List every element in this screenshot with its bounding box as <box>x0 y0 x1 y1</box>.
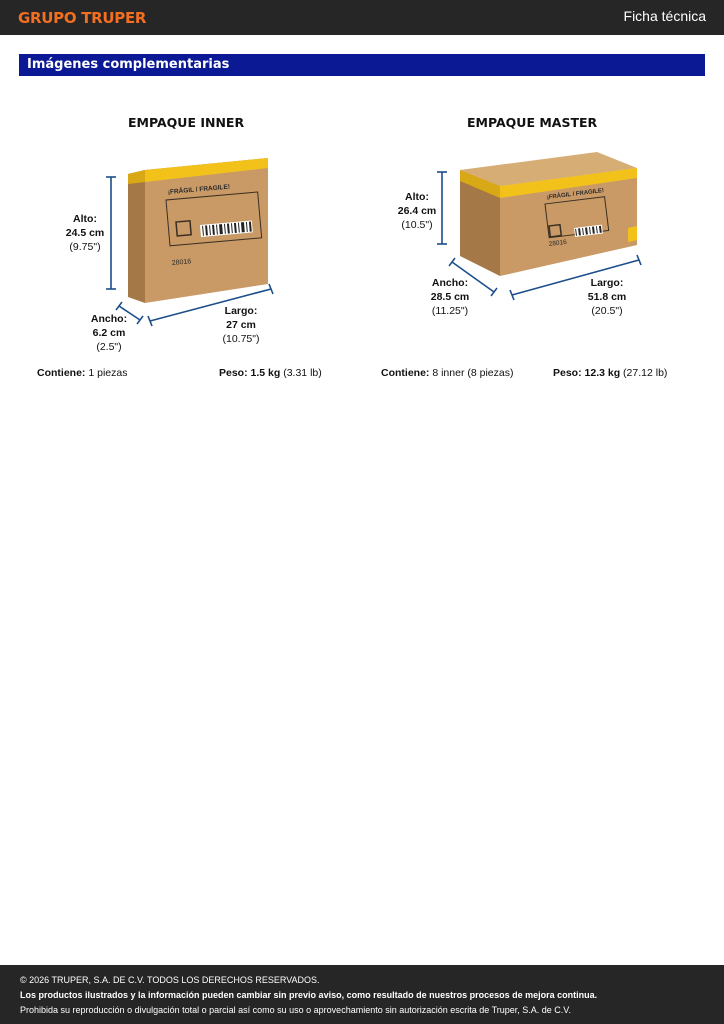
master-box-side-face <box>460 170 500 276</box>
inner-ancho-label: Ancho: 6.2 cm (2.5") <box>90 313 128 353</box>
master-box-barcode <box>574 224 603 237</box>
master-largo-label: Largo: 51.8 cm (20.5") <box>587 277 627 317</box>
inner-box-barcode <box>200 220 253 237</box>
section-title: Imágenes complementarias <box>27 57 230 72</box>
inner-title: EMPAQUE INNER <box>128 115 245 130</box>
master-box-code: 28016 <box>548 239 567 248</box>
inner-alto-label: Alto: 24.5 cm (9.75") <box>65 213 105 253</box>
master-box-top-face <box>460 152 637 186</box>
inner-contiene: Contiene: 1 piezas <box>37 367 128 379</box>
footer: © 2026 TRUPER, S.A. DE C.V. TODOS LOS DE… <box>0 965 724 1024</box>
master-box-illustration: ¡FRÁGIL / FRAGILE! 28016 <box>437 152 642 301</box>
master-peso: Peso: 12.3 kg (27.12 lb) <box>553 367 668 379</box>
master-ancho-label: Ancho: 28.5 cm (11.25") <box>430 277 470 317</box>
inner-box-illustration: ¡FRÁGIL / FRAGILE! 28016 <box>106 158 274 327</box>
footer-copyright: © 2026 TRUPER, S.A. DE C.V. TODOS LOS DE… <box>20 975 320 985</box>
section-header: Imágenes complementarias <box>19 54 705 76</box>
master-box-front-face <box>500 168 637 276</box>
master-box-tape <box>500 168 637 198</box>
inner-box-side-face <box>128 170 145 303</box>
master-contiene: Contiene: 8 inner (8 piezas) <box>381 367 514 379</box>
inner-box-tape <box>145 158 268 182</box>
master-alto-label: Alto: 26.4 cm (10.5") <box>397 191 437 231</box>
inner-largo-label: Largo: 27 cm (10.75") <box>222 305 260 345</box>
inner-dimension-lines <box>106 176 274 327</box>
master-dimension-lines <box>437 171 642 301</box>
document-type: Ficha técnica <box>623 8 706 24</box>
inner-box-code: 28016 <box>172 258 192 267</box>
top-bar: GRUPO TRUPER Ficha técnica <box>0 0 724 35</box>
inner-peso: Peso: 1.5 kg (3.31 lb) <box>219 367 322 379</box>
footer-disclaimer: Los productos ilustrados y la informació… <box>20 990 598 1000</box>
master-title: EMPAQUE MASTER <box>467 115 598 130</box>
brand-logo: GRUPO TRUPER <box>18 9 147 27</box>
footer-legal: Prohibida su reproducción o divulgación … <box>20 1005 571 1015</box>
